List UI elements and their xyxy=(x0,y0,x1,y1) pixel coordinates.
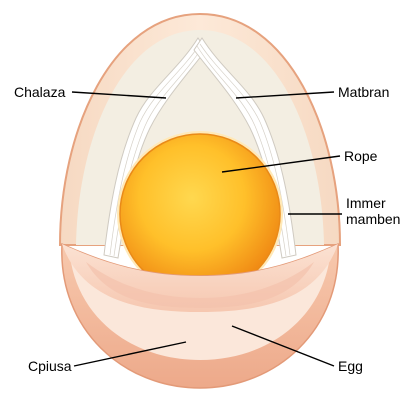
leader-matbran xyxy=(235,91,335,99)
label-rope: Rope xyxy=(344,148,378,164)
label-egg: Egg xyxy=(338,358,363,374)
label-chalaza: Chalaza xyxy=(14,84,66,100)
label-inner-membrane-line2: mamben xyxy=(346,211,400,227)
label-matbran: Matbran xyxy=(338,84,390,100)
leader-rope xyxy=(221,155,341,173)
yolk xyxy=(119,133,281,295)
label-cpiusa: Cpiusa xyxy=(28,358,72,374)
leader-chalaza xyxy=(71,91,167,99)
leader-egg xyxy=(231,325,335,367)
leader-cpiusa xyxy=(73,341,187,367)
label-inner-membrane-line1: Immer xyxy=(346,195,386,211)
shell-rim-inner xyxy=(86,262,314,308)
